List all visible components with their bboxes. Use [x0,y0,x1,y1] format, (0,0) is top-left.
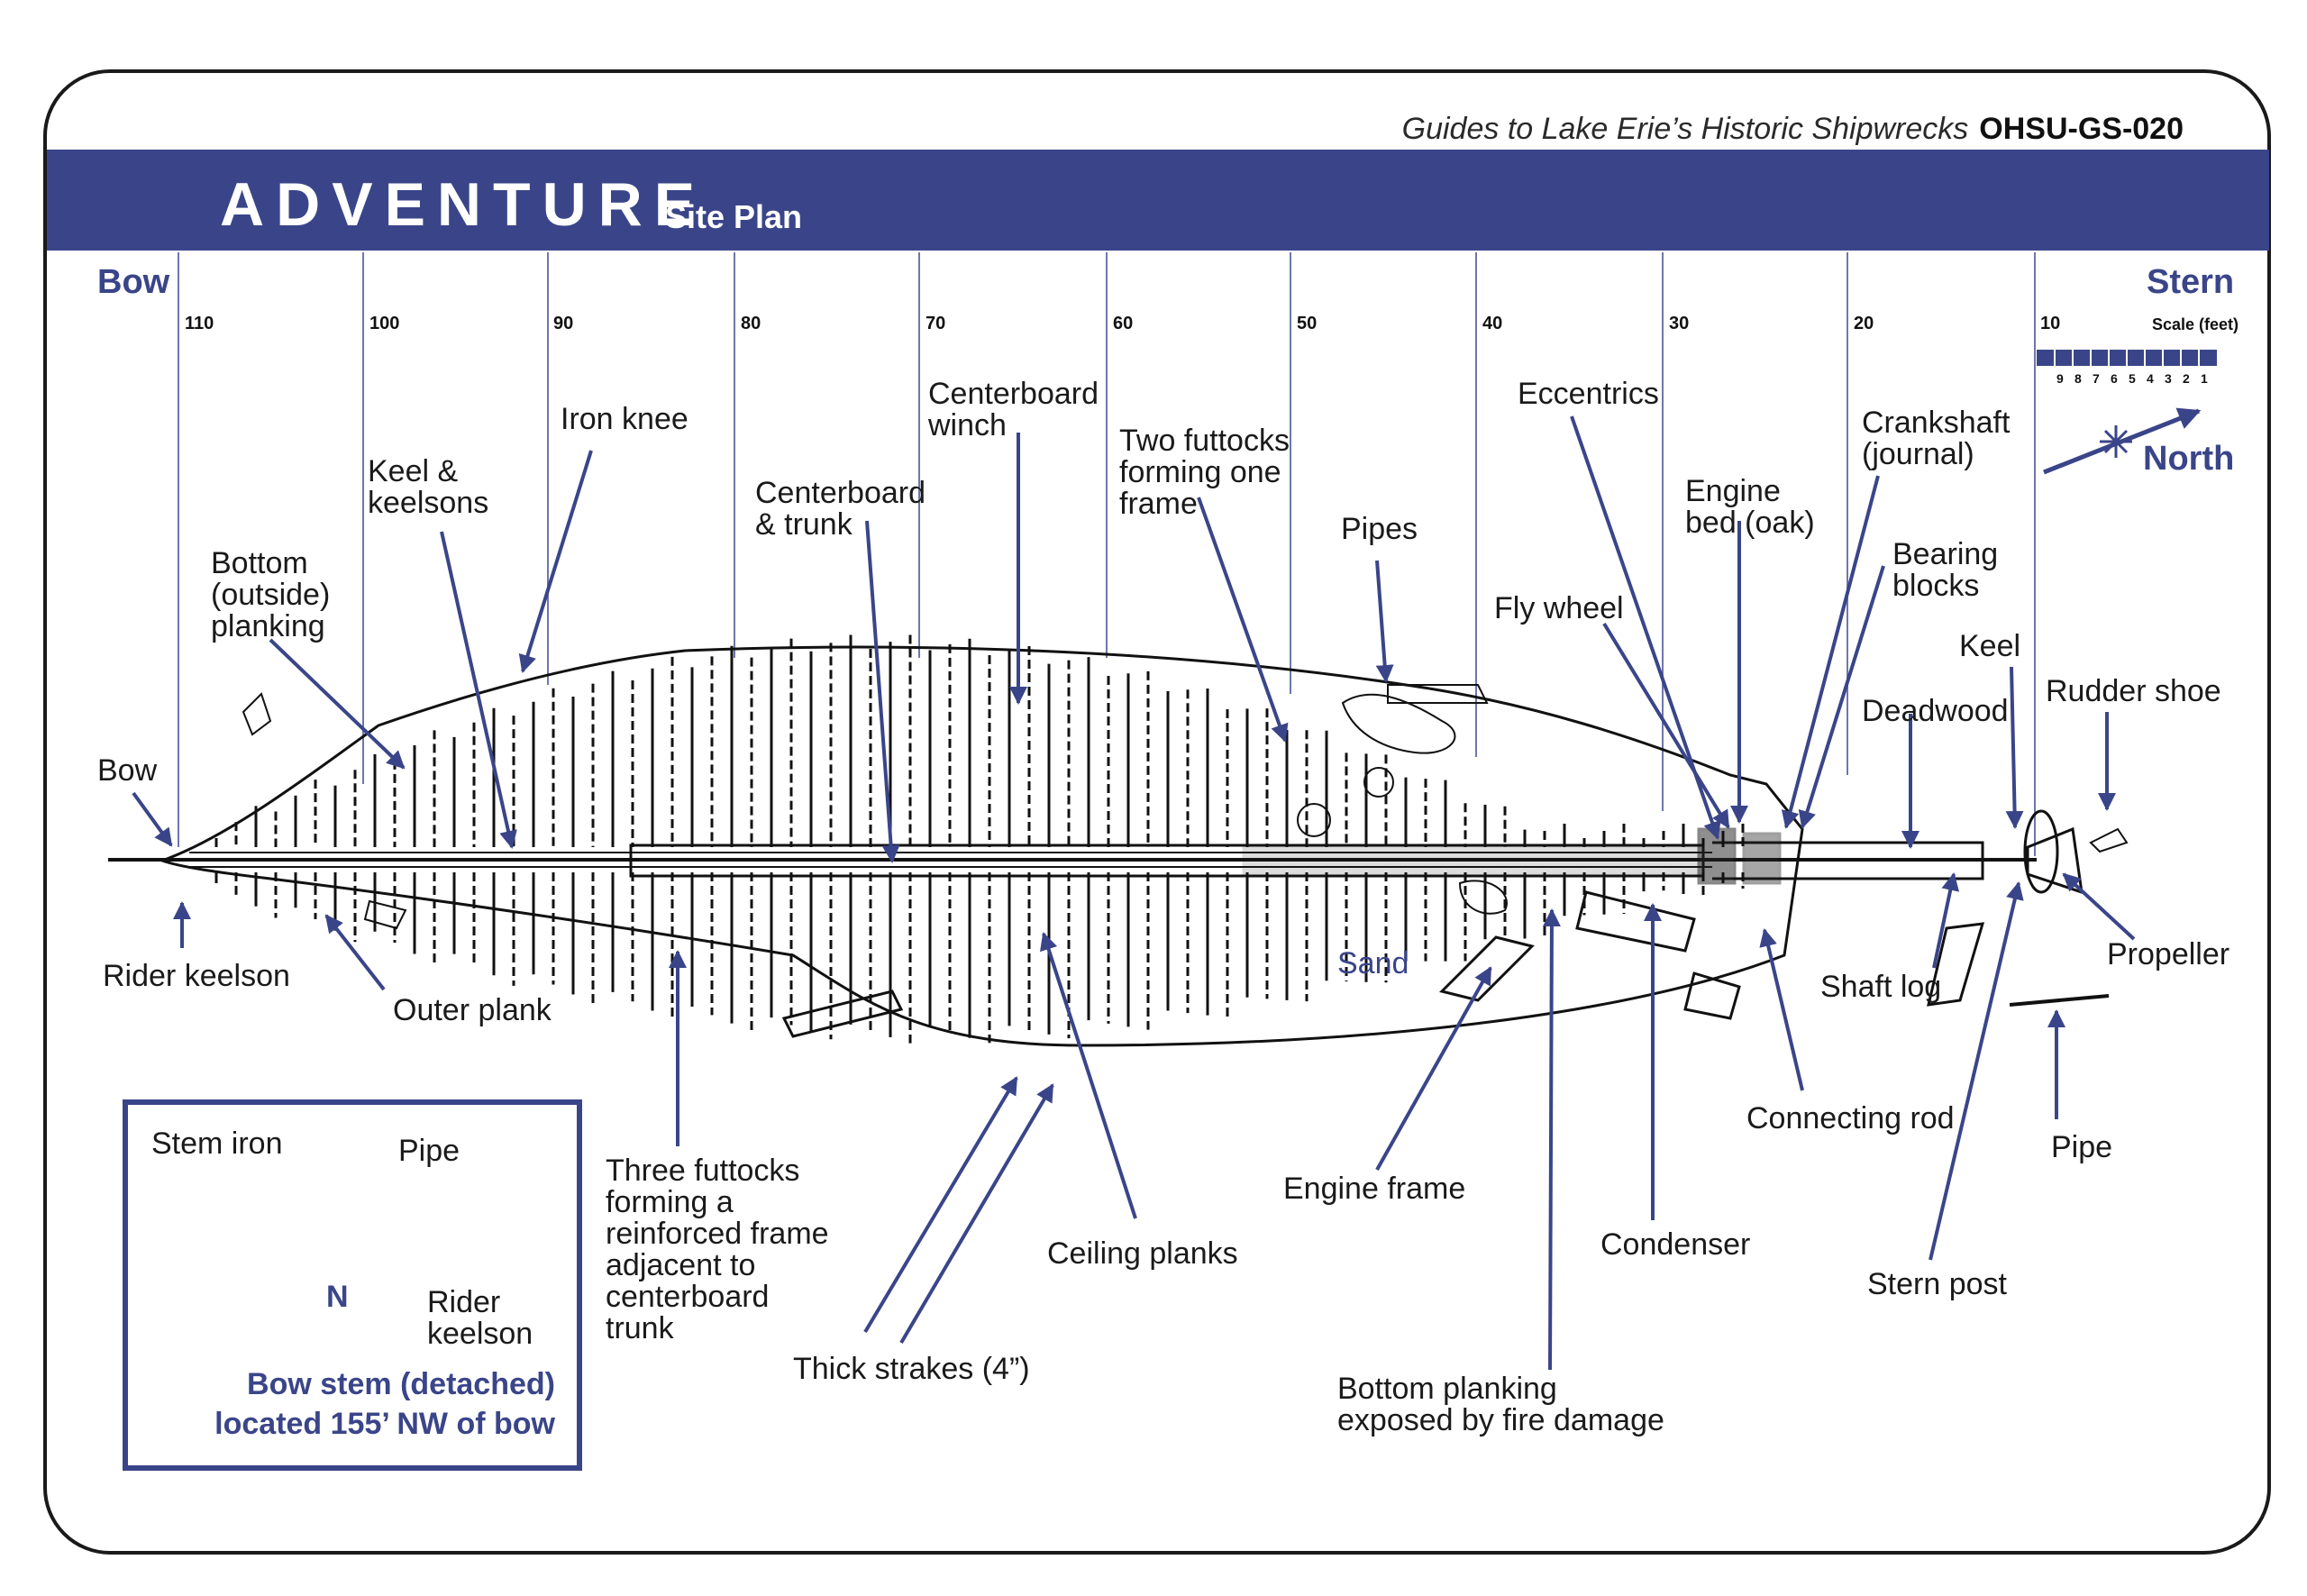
label-iron-knee: Iron knee [561,402,688,436]
callout-arrow [269,638,406,770]
label-bow: Bow [97,753,158,788]
label-deadwood: Deadwood [1862,694,2009,728]
label-rudder-shoe: Rudder shoe [2046,674,2221,708]
scale-bar [2037,350,2217,366]
label-thick-strakes: Thick strakes (4”) [793,1352,1030,1386]
tick-80: 80 [741,314,761,333]
callout-arrow [899,1083,1054,1345]
label-pipes: Pipes [1341,512,1418,546]
scale-number: 4 [2147,371,2154,386]
scale-number: 7 [2093,371,2100,386]
callout-arrow [1932,872,1960,969]
tick-50: 50 [1297,314,1318,333]
scale-number: 5 [2129,371,2136,386]
sand-label: Sand [1337,946,1409,980]
scale-number: 6 [2111,371,2118,386]
label-ceiling-planks: Ceiling planks [1047,1236,1238,1271]
bow-stem-inset: Stem iron Pipe Rider keelson N Bow stem … [123,1099,582,1471]
callout-arrow [1375,560,1394,683]
callout-arrow [324,914,386,991]
label-keel-keelsons: Keel & keelsons [368,454,489,520]
label-connecting-rod: Connecting rod [1746,1101,1955,1135]
callout-arrow [2005,666,2024,829]
scale-number: 1 [2201,371,2208,386]
tick-60: 60 [1113,314,1134,333]
callout-arrow [1798,565,1885,829]
label-centerboard-winch: Centerboard winch [928,377,1099,442]
site-plan-subtitle: Site Plan [665,198,803,235]
hull-frames [214,634,1745,1044]
ship-name-title: ADVENTURE [220,170,707,239]
label-rider-keelson: Rider keelson [103,959,290,993]
scale-number: 8 [2074,371,2082,386]
tick-90: 90 [553,314,574,333]
label-bearing-blocks: Bearing blocks [1892,537,1999,603]
label-eccentrics: Eccentrics [1518,377,1659,411]
callout-arrow [1602,622,1730,829]
label-shaft-log: Shaft log [1820,970,1942,1004]
callout-arrow [1375,966,1492,1171]
tick-20: 20 [1854,314,1874,333]
label-propeller: Propeller [2107,937,2230,971]
inset-label-stem-iron: Stem iron [151,1126,283,1161]
inset-caption: Bow stem (detached) located 155’ NW of b… [214,1367,555,1441]
callout-arrow [132,791,173,847]
tick-40: 40 [1482,314,1503,333]
tick-70: 70 [926,314,946,333]
label-pipe: Pipe [2051,1130,2113,1164]
scale-label: Scale (feet) [2152,315,2239,333]
label-stern-post: Stern post [1867,1267,2007,1301]
label-condenser: Condenser [1600,1227,1751,1262]
bow-end-label: Bow [97,263,170,301]
inset-north-label: N [326,1280,349,1314]
callout-arrows [132,415,2136,1371]
callout-arrow [1542,908,1561,1371]
label-crankshaft: Crankshaft (journal) [1862,406,2011,471]
label-fly-wheel: Fly wheel [1494,591,1624,625]
callout-arrow [865,520,900,863]
label-keel: Keel [1959,629,2021,663]
scale-number: 9 [2056,371,2064,386]
guide-code: OHSU-GS-020 [1979,112,2184,146]
callout-arrow [863,1076,1018,1334]
inset-label-rider-keelson: Rider keelson [427,1285,533,1351]
callout-arrow [1781,475,1880,829]
shipwreck-hull [108,645,2129,1047]
label-engine-frame: Engine frame [1283,1172,1466,1206]
north-label: North [2143,440,2235,478]
title-banner [47,150,2269,251]
tick-30: 30 [1669,314,1690,333]
tick-110: 110 [185,314,214,333]
callout-arrow [1759,928,1804,1091]
guide-series-header: Guides to Lake Erie’s Historic Shipwreck… [1402,112,2184,147]
label-outer-plank: Outer plank [393,993,552,1027]
distance-grid [178,252,2036,856]
callout-arrow [440,531,517,849]
callout-arrow [518,450,593,673]
inset-label-pipe: Pipe [398,1134,460,1168]
scale-number: 3 [2165,371,2172,386]
series-title: Guides to Lake Erie’s Historic Shipwreck… [1401,112,1969,146]
label-two-futtocks: Two futtocks forming one frame [1119,424,1290,521]
callout-arrow [1929,881,2024,1261]
label-bottom-outside-planking: Bottom (outside) planking [211,546,331,643]
callout-arrow [1197,497,1289,743]
north-arrow [2043,407,2202,475]
tick-100: 100 [369,314,400,333]
label-engine-bed: Engine bed (oak) [1685,474,1815,540]
tick-10: 10 [2040,314,2061,333]
scale-number: 2 [2183,371,2190,386]
label-centerboard-trunk: Centerboard & trunk [755,476,926,542]
callout-arrow [2062,872,2136,941]
label-three-futtocks: Three futtocks forming a reinforced fram… [606,1154,829,1345]
stern-end-label: Stern [2147,263,2235,301]
label-bottom-planking-fire: Bottom planking exposed by fire damage [1337,1372,1664,1437]
callout-arrow [1040,932,1137,1219]
